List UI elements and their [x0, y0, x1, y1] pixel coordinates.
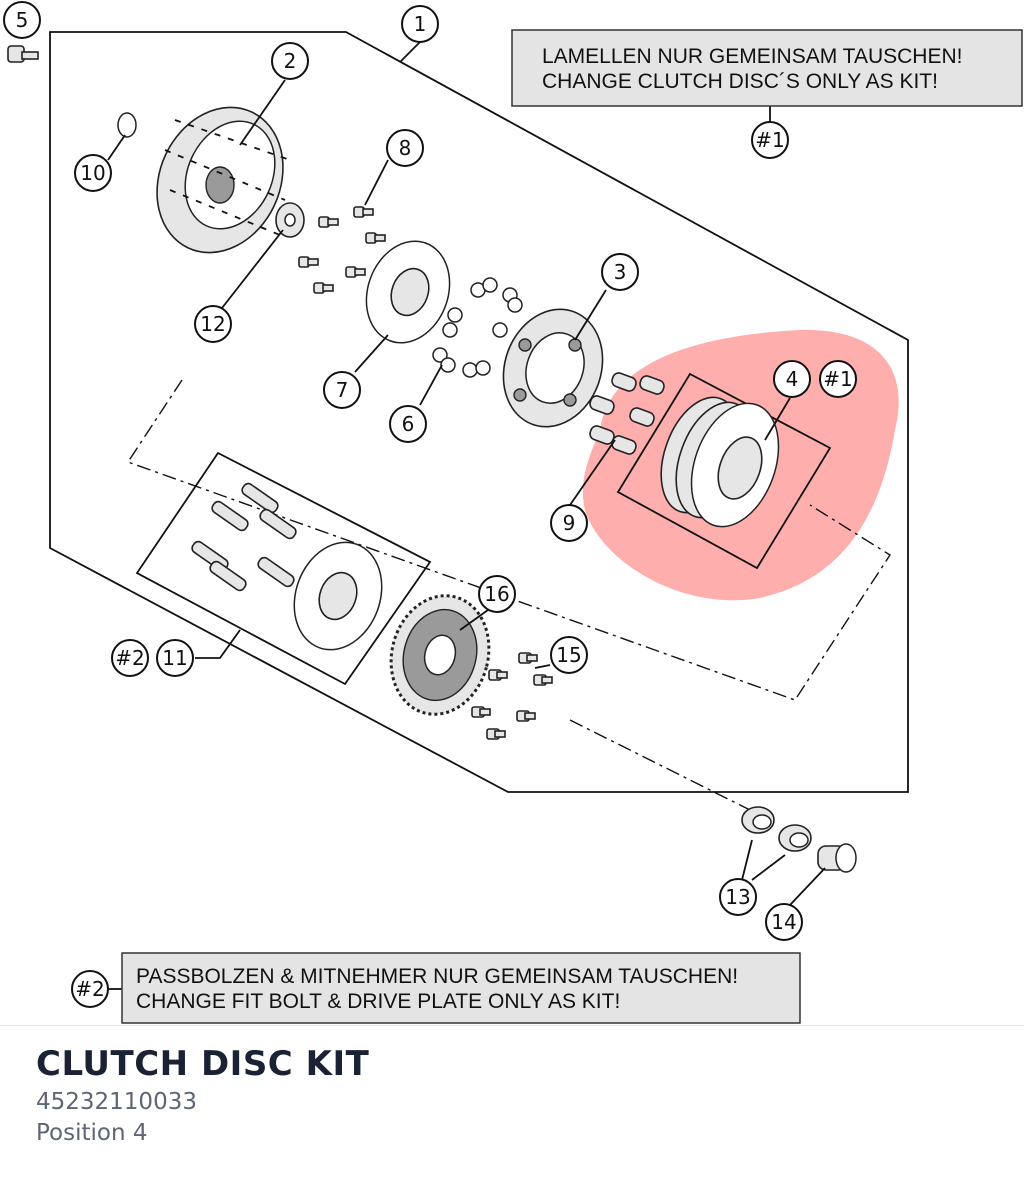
callout-kit-ref-1-on-4[interactable]: #1: [819, 360, 857, 398]
sleeve-part-14: [817, 843, 857, 873]
kit-boundary-dashed: [126, 379, 891, 701]
note-2-line-1: PASSBOLZEN & MITNEHMER NUR GEMEINSAM TAU…: [136, 965, 738, 988]
callout-2[interactable]: 2: [271, 42, 309, 80]
callout-16[interactable]: 16: [478, 575, 516, 613]
exploded-parts-diagram: LAMELLEN NUR GEMEINSAM TAUSCHEN! CHANGE …: [3, 1, 1023, 1024]
svg-text:7: 7: [336, 378, 349, 402]
position-label: Position 4: [36, 1120, 148, 1146]
fit-bolt-kit-box: [135, 451, 432, 686]
svg-text:5: 5: [16, 8, 29, 32]
svg-text:#2: #2: [75, 977, 104, 1001]
springs-part-9: [589, 372, 665, 455]
note-1-line-2: CHANGE CLUTCH DISC´S ONLY AS KIT!: [542, 70, 938, 93]
svg-text:14: 14: [771, 910, 796, 934]
svg-text:#2: #2: [115, 646, 144, 670]
callout-11[interactable]: 11: [156, 639, 194, 677]
clutch-disc-kit-part-4: [660, 396, 780, 528]
assembly-outline: [49, 31, 909, 793]
washer-part-12: [275, 202, 305, 238]
callout-15[interactable]: 15: [550, 636, 588, 674]
svg-text:8: 8: [399, 136, 412, 160]
svg-text:16: 16: [484, 582, 509, 606]
svg-text:2: 2: [284, 49, 297, 73]
pressure-plate-part-3: [502, 308, 604, 428]
product-title: CLUTCH DISC KIT: [36, 1044, 370, 1084]
note-1-line-1: LAMELLEN NUR GEMEINSAM TAUSCHEN!: [542, 45, 962, 68]
svg-text:10: 10: [80, 161, 105, 185]
svg-text:1: 1: [414, 12, 427, 36]
callout-1[interactable]: 1: [401, 5, 439, 43]
callout-3[interactable]: 3: [601, 253, 639, 291]
gear-part-16: [389, 594, 491, 716]
balls-part-6: [432, 277, 523, 378]
note-kit-2: PASSBOLZEN & MITNEHMER NUR GEMEINSAM TAU…: [121, 952, 801, 1024]
svg-text:#1: #1: [823, 367, 852, 391]
callout-kit-ref-2-on-11[interactable]: #2: [111, 639, 149, 677]
svg-text:12: 12: [200, 312, 225, 336]
svg-text:9: 9: [563, 511, 576, 535]
svg-text:4: 4: [786, 367, 799, 391]
svg-text:#1: #1: [755, 128, 784, 152]
shaft-axis-dashed: [569, 719, 751, 811]
callout-5[interactable]: 5: [3, 1, 41, 39]
plate-part-7: [365, 240, 451, 344]
bushings-part-13: [741, 806, 812, 852]
disc-kit-box: [616, 372, 832, 570]
callout-kit-ref-1[interactable]: #1: [751, 121, 789, 159]
product-info-panel: CLUTCH DISC KIT 45232110033 Position 4: [0, 1025, 1024, 1178]
svg-text:15: 15: [556, 643, 581, 667]
fit-bolts-part-11: [191, 482, 383, 651]
callout-10[interactable]: 10: [74, 154, 112, 192]
callout-4[interactable]: 4: [773, 360, 811, 398]
callout-9[interactable]: 9: [550, 504, 588, 542]
leader-lines: [107, 41, 826, 990]
callout-7[interactable]: 7: [323, 371, 361, 409]
note-kit-1: LAMELLEN NUR GEMEINSAM TAUSCHEN! CHANGE …: [511, 29, 1023, 107]
svg-text:3: 3: [614, 260, 627, 284]
note-2-line-2: CHANGE FIT BOLT & DRIVE PLATE ONLY AS KI…: [136, 990, 620, 1013]
bolt-part-5: [7, 45, 39, 63]
callout-13[interactable]: 13: [719, 878, 757, 916]
svg-text:6: 6: [402, 412, 415, 436]
svg-text:13: 13: [725, 885, 750, 909]
callout-12[interactable]: 12: [194, 305, 232, 343]
screws-part-15: [471, 652, 553, 740]
screws-part-8: [298, 206, 386, 294]
callout-8[interactable]: 8: [386, 129, 424, 167]
callout-6[interactable]: 6: [389, 405, 427, 443]
callout-kit-ref-2[interactable]: #2: [71, 970, 109, 1008]
callout-14[interactable]: 14: [765, 903, 803, 941]
part-number: 45232110033: [36, 1089, 197, 1115]
svg-text:11: 11: [162, 646, 187, 670]
washer-part-10: [117, 112, 137, 138]
clutch-basket-part: [156, 106, 291, 254]
